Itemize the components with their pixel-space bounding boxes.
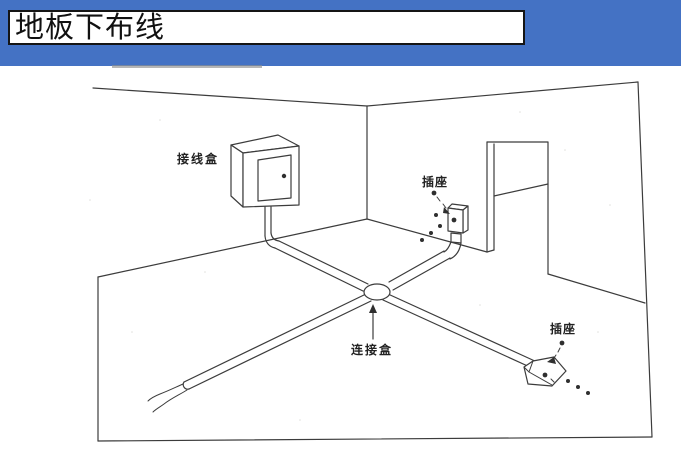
title-box: 地板下布线 — [8, 10, 525, 45]
junction-box-knob — [281, 173, 287, 179]
wall-outlet-hole — [451, 217, 457, 223]
wire-end-2 — [152, 389, 188, 413]
wall-outlet-label: 插座 — [422, 175, 449, 189]
wall-outlet-arrow-dash — [436, 196, 441, 202]
conduit-floor-outlet-run — [382, 293, 538, 369]
conduit-junction-run — [264, 206, 369, 292]
connection-box-oval — [363, 283, 391, 301]
floor-outlet-label: 插座 — [550, 322, 577, 336]
floor-outlet-hole — [542, 372, 548, 378]
door-opening — [486, 141, 549, 275]
conduit-cable-run — [147, 293, 372, 413]
scan-speckles — [89, 111, 611, 421]
floor-outlet-arrow-dash — [557, 347, 561, 353]
room-outline — [92, 81, 653, 442]
wire-end-1 — [147, 383, 184, 402]
wall-outlet — [447, 203, 469, 244]
connection-box-label: 连接盒 — [351, 343, 394, 357]
junction-box-label: 接线盒 — [177, 152, 220, 166]
floor-outlet — [523, 356, 567, 387]
junction-box — [230, 134, 300, 208]
junction-box-door — [257, 154, 292, 202]
scan-edge-artifact — [112, 65, 262, 68]
conduit-wall-outlet-run — [388, 241, 462, 291]
page-title: 地板下布线 — [15, 12, 166, 44]
title-bar: 地板下布线 — [0, 0, 681, 66]
callout-arrows — [369, 190, 590, 395]
wall-outlet-base — [450, 232, 462, 244]
